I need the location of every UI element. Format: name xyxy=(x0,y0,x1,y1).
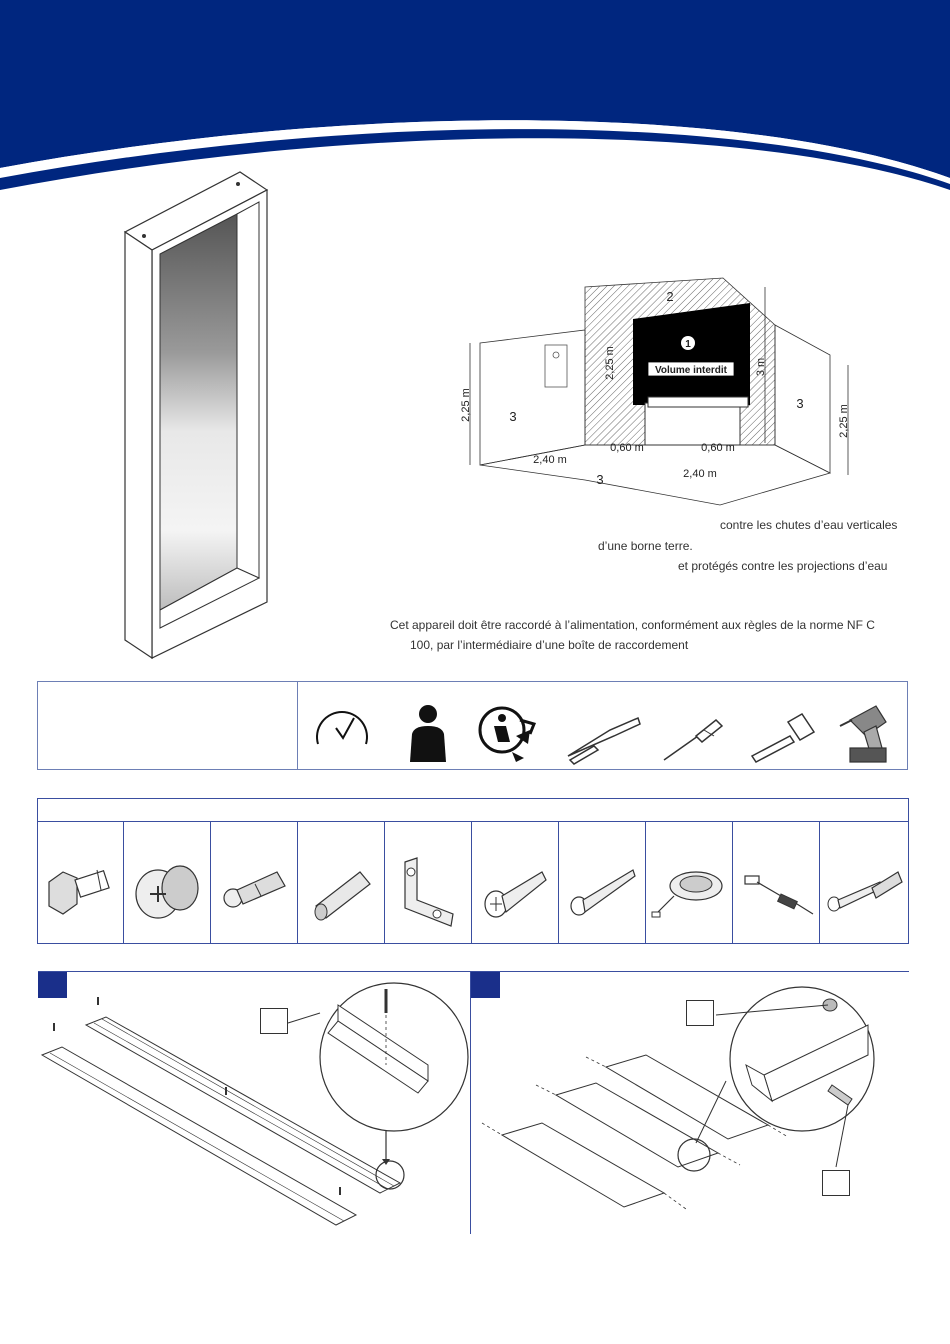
connection-line-1: Cet appareil doit être raccordé à l’alim… xyxy=(390,618,875,632)
step-1-top-line xyxy=(38,971,470,972)
hammer-icon xyxy=(750,713,816,763)
hex-bolt-icon xyxy=(48,869,110,915)
step-2-part-ref-box-b xyxy=(822,1170,850,1196)
steps-divider xyxy=(470,972,471,1234)
part-cell-cable xyxy=(733,822,820,944)
clock-icon xyxy=(316,711,368,745)
width-left-label: 2,40 m xyxy=(533,454,567,466)
part-cell-spotlight xyxy=(646,822,733,944)
height-left-label: 2,25 m xyxy=(460,388,472,422)
part-cell-cam-bolt xyxy=(211,822,298,944)
spotlight-icon xyxy=(651,871,723,918)
connection-line-2: 100, par l’intermédiaire d’une boîte de … xyxy=(410,638,689,652)
parts-header xyxy=(37,798,909,822)
parts-box xyxy=(37,798,909,944)
recycle-icon xyxy=(478,706,537,762)
height-inner-label: 2,25 m xyxy=(604,346,616,380)
step-2-illustration xyxy=(481,986,875,1210)
width-060-a-label: 0,60 m xyxy=(610,442,644,454)
drill-icon xyxy=(839,705,887,763)
dowel-icon xyxy=(314,871,371,921)
width-front-label: 2,40 m xyxy=(683,468,717,480)
step-1-illustration xyxy=(40,982,469,1226)
pliers-icon xyxy=(567,716,641,765)
part-cell-wood-screw xyxy=(472,822,559,944)
part-cell-long-screw xyxy=(559,822,646,944)
zone-1-label: 1 xyxy=(685,339,691,350)
part-cell-dowel xyxy=(298,822,385,944)
tools-divider xyxy=(297,681,298,770)
step-1-badge xyxy=(38,972,67,998)
cam-lock-icon xyxy=(135,865,199,919)
step-2-top-line xyxy=(470,971,909,972)
wood-screw-icon xyxy=(484,871,547,918)
zone-3-floor-label: 3 xyxy=(596,472,603,487)
header-band xyxy=(0,0,950,190)
note-line-1: contre les chutes d’eau verticales xyxy=(720,518,898,532)
part-cell-screw-plug xyxy=(820,822,907,944)
long-screw-icon xyxy=(570,869,636,916)
zone-3-right-label: 3 xyxy=(796,396,803,411)
angle-bracket-icon xyxy=(404,857,454,927)
width-060-b-label: 0,60 m xyxy=(701,442,735,454)
forbidden-volume-label: Volume interdit xyxy=(655,365,728,376)
note-line-3: et protégés contre les projections d’eau xyxy=(678,559,888,573)
part-cell-bracket xyxy=(385,822,472,944)
step-2-badge xyxy=(471,972,500,998)
screw-plug-icon xyxy=(827,871,903,912)
cam-bolt-icon xyxy=(223,871,286,908)
note-line-2: d’une borne terre. xyxy=(598,539,693,553)
step-1-part-ref-box xyxy=(260,1008,288,1034)
person-icon xyxy=(410,705,446,762)
tools-box xyxy=(37,681,908,770)
mirror-cabinet-illustration xyxy=(123,171,269,660)
zone-2-label: 2 xyxy=(666,289,673,304)
height-3m-label: 3 m xyxy=(755,358,767,376)
zone-3-left-label: 3 xyxy=(509,409,516,424)
height-right-label: 2,25 m xyxy=(838,404,850,438)
cable-icon xyxy=(744,875,814,915)
screwdriver-icon xyxy=(663,718,724,761)
bathroom-zone-diagram: 1 2 Volume interdit 3 3 3 2,25 m 2,25 m … xyxy=(460,277,850,506)
part-cell-cam-lock xyxy=(124,822,211,944)
step-2-part-ref-box-a xyxy=(686,1000,714,1026)
part-cell-hex-bolt xyxy=(37,822,124,944)
